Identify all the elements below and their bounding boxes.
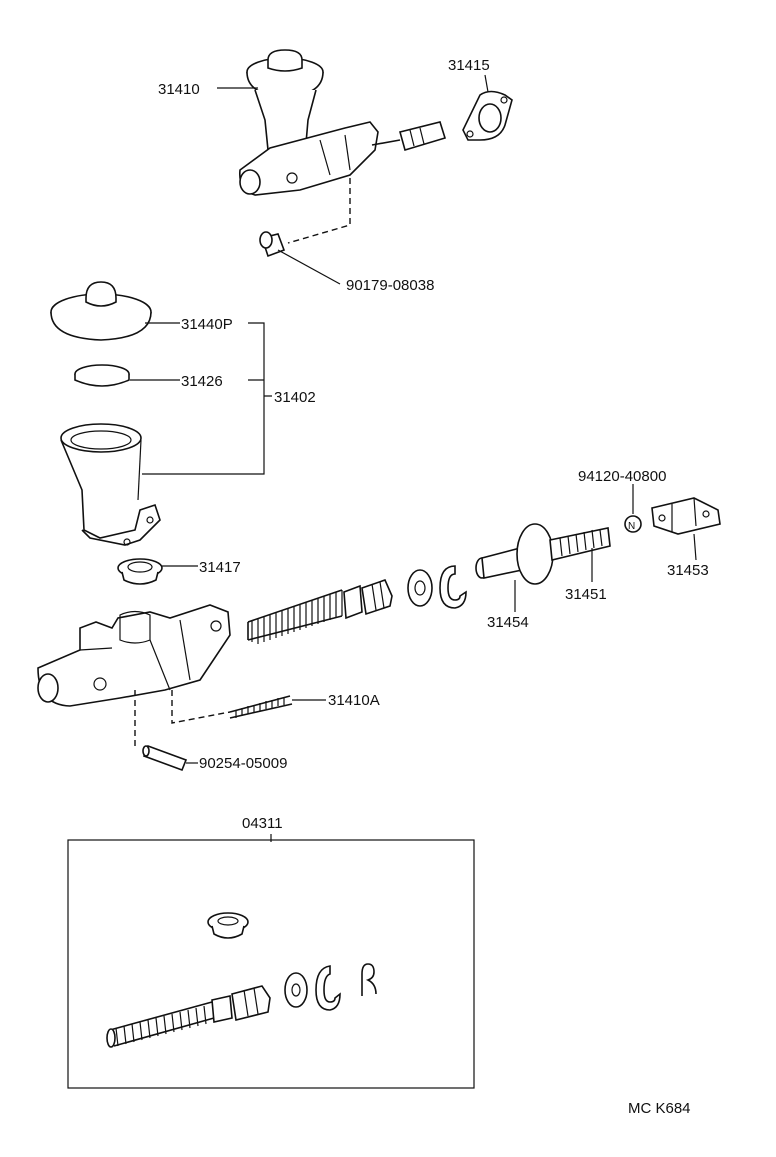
leader-90179 (277, 249, 341, 285)
cylinder-body-drawing (37, 604, 231, 750)
bracket-31402 (142, 322, 272, 475)
label-31410: 31410 (158, 81, 200, 98)
leader-31453 (693, 533, 697, 561)
reservoir-cap-31440p-drawing (50, 281, 152, 341)
label-31415: 31415 (448, 57, 490, 74)
reservoir-body-31402-drawing (60, 423, 161, 546)
kit-grommet-drawing (207, 912, 249, 939)
drawing-code: MC K684 (628, 1100, 691, 1117)
spring-31410a-drawing (229, 695, 293, 719)
push-rod-31451-drawing (475, 523, 611, 585)
nut-94120-drawing: N (624, 515, 642, 533)
label-94120-40800: 94120-40800 (578, 468, 666, 485)
kit-washer-ring-clip-drawing (284, 963, 377, 1011)
repair-kit-box (67, 839, 475, 1089)
leader-31415 (484, 74, 489, 93)
bushing-90179-drawing (259, 231, 286, 258)
pin-90254-drawing (142, 744, 188, 772)
diaphragm-31426-drawing (74, 364, 130, 387)
kit-spring-piston-drawing (106, 985, 271, 1048)
spring-piston-drawing (247, 579, 393, 644)
label-31426: 31426 (181, 373, 223, 390)
label-31454: 31454 (487, 614, 529, 631)
label-90254-05009: 90254-05009 (199, 755, 287, 772)
label-31402: 31402 (274, 389, 316, 406)
label-31440p: 31440P (181, 316, 233, 333)
label-31451: 31451 (565, 586, 607, 603)
grommet-31417-drawing (117, 558, 163, 585)
nut-symbol: N (628, 521, 635, 532)
washer-ring-drawing (407, 565, 467, 609)
clevis-31453-drawing (651, 497, 721, 535)
master-cylinder-assembly-drawing (238, 49, 447, 244)
label-31453: 31453 (667, 562, 709, 579)
label-90179-08038: 90179-08038 (346, 277, 434, 294)
gasket-31415-drawing (462, 90, 513, 141)
label-31417: 31417 (199, 559, 241, 576)
label-04311: 04311 (242, 815, 283, 832)
label-31410a: 31410A (328, 692, 380, 709)
